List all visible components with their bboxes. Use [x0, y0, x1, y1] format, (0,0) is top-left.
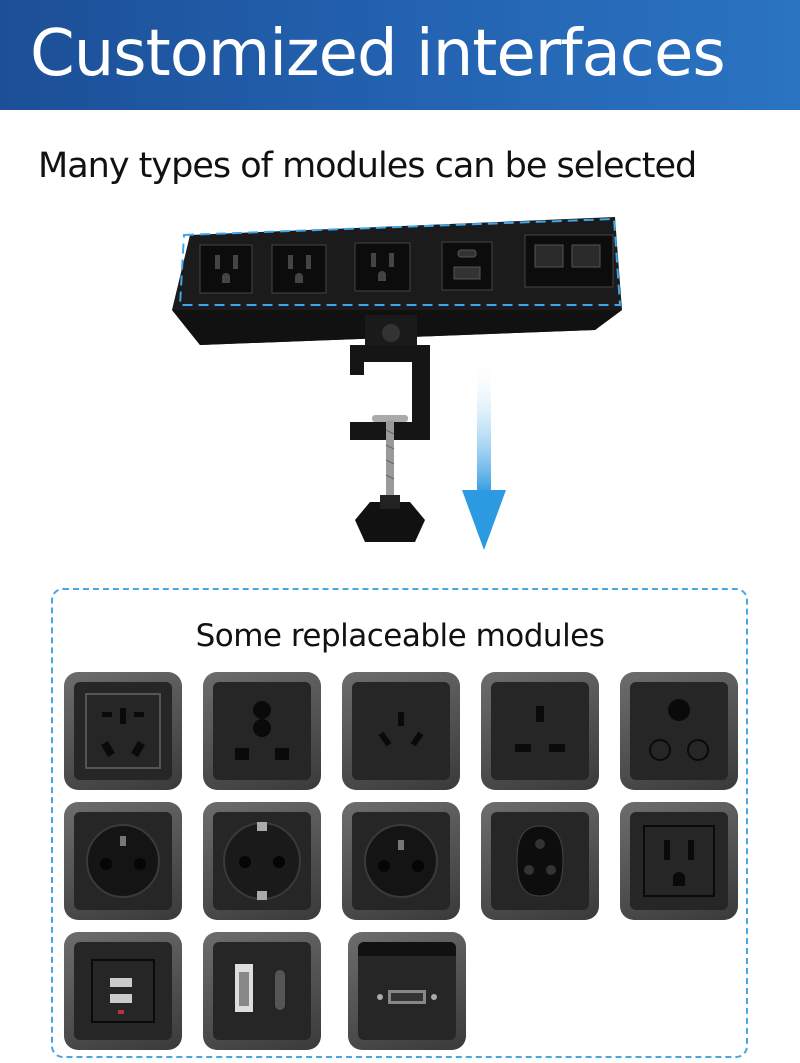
sa-round-socket-icon: [649, 699, 709, 761]
page-title: Customized interfaces: [30, 17, 726, 91]
module-tile-uk-socket: [481, 672, 599, 790]
module-tile-fr-socket-2: [342, 802, 460, 920]
uk-socket-icon: [515, 706, 565, 752]
module-tile-dvi-port: [348, 932, 466, 1050]
fr-socket-icon: [364, 824, 438, 898]
universal-socket-icon: [235, 701, 289, 760]
rj45-module: [524, 234, 614, 288]
usb-module: [441, 241, 493, 291]
module-tile-schuko-socket: [203, 802, 321, 920]
module-tile-cn-socket: [64, 672, 182, 790]
cn-socket-icon: [85, 693, 161, 769]
au-socket-icon: [378, 712, 424, 747]
usb-dual-icon: [91, 959, 155, 1023]
outlet-2: [271, 244, 327, 294]
modules-title: Some replaceable modules: [195, 618, 605, 654]
module-tile-universal-socket: [203, 672, 321, 790]
dvi-port-icon: [358, 942, 456, 1004]
fr-socket-icon: [86, 824, 160, 898]
schuko-socket-icon: [223, 822, 301, 900]
product-image: [172, 217, 622, 550]
modules-frame: [51, 588, 748, 1058]
swiss-socket-icon: [516, 825, 564, 897]
module-tile-sa-round-socket: [620, 672, 738, 790]
module-tile-usb-a-c: [203, 932, 321, 1050]
module-tile-usb-dual: [64, 932, 182, 1050]
subtitle: Many types of modules can be selected: [38, 146, 697, 186]
module-tile-au-socket: [342, 672, 460, 790]
outlet-3: [354, 242, 411, 292]
header-banner: Customized interfaces: [0, 0, 800, 110]
module-tile-us-socket: [620, 802, 738, 920]
us-socket-icon: [643, 825, 715, 897]
usb-a-c-icon: [235, 964, 285, 1012]
outlet-1: [199, 244, 253, 294]
module-tile-swiss-socket: [481, 802, 599, 920]
module-tile-fr-socket: [64, 802, 182, 920]
